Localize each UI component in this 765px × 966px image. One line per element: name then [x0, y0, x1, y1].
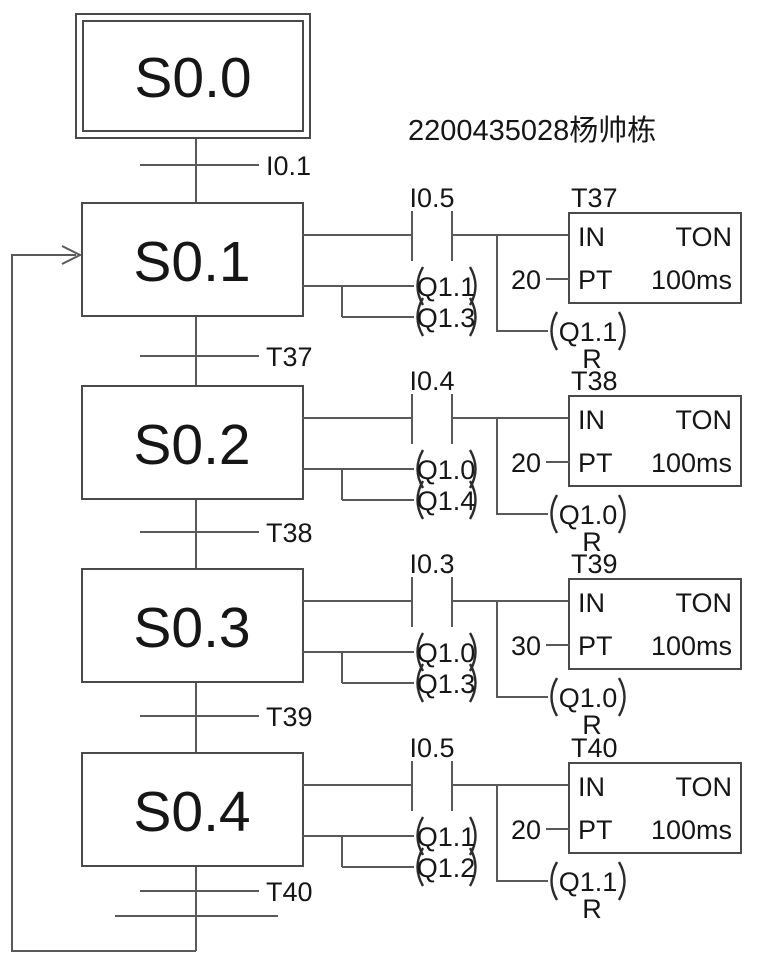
pt-value-label: 20	[511, 815, 541, 845]
step-box	[81, 752, 304, 867]
timer-type-label: TON	[675, 405, 732, 435]
transition-t39: T39	[140, 702, 313, 732]
reset-branch-line	[496, 418, 548, 515]
timer-pt-label: PT	[578, 631, 613, 661]
reset-modifier-label: R	[582, 527, 602, 557]
timer-name-label: T37	[571, 183, 618, 213]
rung-s0-1: S0.1 I0.5 Q1.1 Q1.3 T37 IN TON 20 PT 100…	[81, 183, 742, 374]
pt-value-label: 30	[511, 631, 541, 661]
reset-branch-line	[496, 235, 548, 332]
coil-label: Q1.1	[417, 272, 476, 302]
timer-in-label: IN	[578, 588, 605, 618]
transition-condition-label: I0.1	[266, 151, 311, 181]
coil-branch-line	[303, 285, 414, 318]
timer-base-label: 100ms	[651, 631, 732, 661]
pt-value-label: 20	[511, 448, 541, 478]
timer-type-label: TON	[675, 222, 732, 252]
reset-coil-label: Q1.1	[559, 317, 618, 347]
author-title-text: 2200435028杨帅栋	[408, 114, 656, 147]
timer-name-label: T39	[571, 549, 618, 579]
reset-coil-label: Q1.0	[559, 683, 618, 713]
contact-label: I0.3	[409, 549, 454, 579]
timer-in-label: IN	[578, 405, 605, 435]
timer-in-label: IN	[578, 772, 605, 802]
no-contact-icon	[411, 211, 453, 261]
timer-pt-label: PT	[578, 448, 613, 478]
timer-pt-label: PT	[578, 815, 613, 845]
transition-condition-label: T39	[266, 702, 313, 732]
timer-in-label: IN	[578, 222, 605, 252]
reset-coil-label: Q1.0	[559, 500, 618, 530]
timer-box	[568, 762, 742, 854]
step-box	[81, 202, 304, 317]
reset-coil-paren-icon	[550, 861, 626, 901]
reset-coil-paren-icon	[550, 494, 626, 534]
timer-box	[568, 395, 742, 487]
transition-t40: T40	[140, 877, 313, 907]
coil-label: Q1.4	[417, 486, 476, 516]
initial-step-inner-box	[82, 20, 304, 132]
initial-step-label: S0.0	[134, 46, 251, 110]
loopback-line	[11, 254, 196, 952]
coil-branch-line	[303, 468, 414, 501]
contact-label: I0.5	[409, 183, 454, 213]
reset-coil-paren-icon	[550, 677, 626, 717]
coil-label: Q1.0	[417, 638, 476, 668]
reset-branch-line	[496, 601, 548, 698]
step-label: S0.4	[133, 780, 250, 844]
reset-modifier-label: R	[582, 344, 602, 374]
transition-t37: T37	[140, 342, 313, 372]
no-contact-icon	[411, 577, 453, 627]
transition-condition-label: T38	[266, 518, 313, 548]
timer-type-label: TON	[675, 772, 732, 802]
coil-label: Q1.3	[417, 669, 476, 699]
coil-label: Q1.3	[417, 303, 476, 333]
reset-modifier-label: R	[582, 894, 602, 924]
loopback-arrowhead-icon	[61, 245, 83, 265]
timer-base-label: 100ms	[651, 265, 732, 295]
pt-value-label: 20	[511, 265, 541, 295]
timer-box	[568, 578, 742, 670]
reset-branch-line	[496, 785, 548, 882]
contact-label: I0.4	[409, 366, 454, 396]
timer-base-label: 100ms	[651, 448, 732, 478]
timer-name-label: T40	[571, 733, 618, 763]
coil-label: Q1.2	[417, 853, 476, 883]
reset-coil-label: Q1.1	[559, 867, 618, 897]
step-label: S0.3	[133, 596, 250, 660]
step-label: S0.1	[133, 230, 250, 294]
step-label: S0.2	[133, 413, 250, 477]
coil-paren-icon	[416, 663, 477, 703]
transition-i0-1: I0.1	[140, 151, 311, 181]
transition-condition-label: T40	[266, 877, 313, 907]
step-box	[81, 385, 304, 500]
coil-paren-icon	[416, 480, 477, 520]
rung-s0-2: S0.2 I0.4 Q1.0 Q1.4 T38 IN TON 20 PT 100…	[81, 366, 742, 557]
coil-branch-line	[303, 835, 414, 868]
no-contact-icon	[411, 394, 453, 444]
coil-paren-icon	[416, 847, 477, 887]
no-contact-icon	[411, 761, 453, 811]
reset-modifier-label: R	[582, 710, 602, 740]
timer-box	[568, 212, 742, 304]
timer-name-label: T38	[571, 366, 618, 396]
coil-branch-line	[303, 651, 414, 684]
transition-t38: T38	[140, 518, 313, 548]
coil-paren-icon	[416, 297, 477, 337]
rung-s0-4: S0.4 I0.5 Q1.1 Q1.2 T40 IN TON 20 PT 100…	[81, 733, 742, 924]
contact-label: I0.5	[409, 733, 454, 763]
timer-type-label: TON	[675, 588, 732, 618]
initial-step-s0-0: S0.0	[75, 13, 311, 139]
coil-label: Q1.1	[417, 822, 476, 852]
timer-base-label: 100ms	[651, 815, 732, 845]
reset-coil-paren-icon	[550, 311, 626, 351]
step-box	[81, 568, 304, 683]
rung-s0-3: S0.3 I0.3 Q1.0 Q1.3 T39 IN TON 30 PT 100…	[81, 549, 742, 740]
coil-label: Q1.0	[417, 455, 476, 485]
transition-condition-label: T37	[266, 342, 313, 372]
timer-pt-label: PT	[578, 265, 613, 295]
